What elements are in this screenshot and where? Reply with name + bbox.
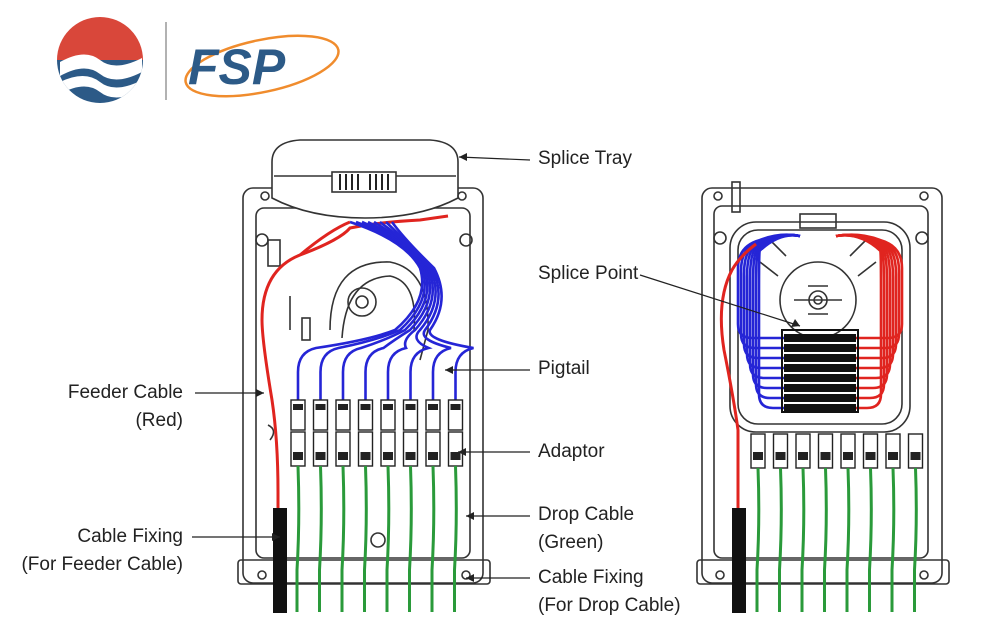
- drop-cable: [385, 465, 391, 612]
- adaptor: [357, 399, 374, 467]
- label-drop-cable: Drop Cable: [538, 504, 635, 525]
- drop-cable: [318, 465, 323, 612]
- label-cable-fixing-drop-note: (For Drop Cable): [538, 595, 681, 616]
- splice-sleeve: [784, 374, 856, 382]
- label-cable-fixing-feeder-note: (For Feeder Cable): [21, 554, 183, 575]
- drop-cable: [408, 465, 413, 612]
- splice-sleeve: [784, 384, 856, 392]
- right-splice-points: [781, 329, 859, 413]
- drop-cable: [363, 465, 368, 612]
- splice-sleeve: [784, 364, 856, 372]
- label-drop-cable-color: (Green): [538, 532, 604, 553]
- adaptor: [885, 433, 901, 469]
- pigtail-fiber: [390, 221, 474, 400]
- label-cable-fixing-feeder: Cable Fixing: [77, 526, 183, 547]
- right-fiber-loops: [736, 233, 904, 410]
- splice-sleeve: [784, 404, 856, 412]
- label-pigtail: Pigtail: [538, 358, 590, 379]
- adaptor: [425, 399, 441, 467]
- drop-cable: [868, 467, 873, 612]
- label-splice-point: Splice Point: [538, 263, 639, 284]
- drop-cable: [453, 465, 458, 612]
- adaptor: [447, 399, 464, 467]
- splice-sleeve: [784, 394, 856, 402]
- adaptor: [750, 433, 766, 469]
- adaptor: [840, 433, 856, 469]
- right-feeder-cable: [719, 242, 757, 613]
- right-adaptors: [750, 433, 924, 469]
- splice-sleeve: [784, 354, 856, 362]
- adaptor: [772, 433, 789, 469]
- adaptor: [312, 399, 329, 467]
- right-drop-cables: [755, 467, 918, 612]
- left-pigtails: [296, 220, 474, 400]
- pigtail-fiber: [385, 221, 452, 400]
- drop-cable: [778, 467, 783, 612]
- drop-cable: [430, 465, 436, 612]
- red-fiber-loop: [835, 234, 883, 410]
- label-feeder-cable-color: (Red): [135, 410, 183, 431]
- adaptor: [795, 433, 811, 469]
- left-adaptors: [290, 399, 464, 467]
- label-feeder-cable: Feeder Cable: [67, 382, 183, 403]
- drop-cable: [823, 467, 828, 612]
- drop-cable: [295, 465, 301, 612]
- logo-text: FSP: [188, 39, 286, 95]
- fsp-logo: FSP: [57, 17, 340, 103]
- drop-cable: [755, 467, 761, 612]
- drop-cable: [913, 467, 918, 612]
- label-splice-tray: Splice Tray: [538, 148, 632, 169]
- left-drop-cables: [295, 465, 458, 612]
- adaptor: [380, 399, 396, 467]
- left-feeder-cable: [260, 214, 449, 613]
- splice-sleeve: [784, 334, 856, 342]
- label-cable-fixing-drop: Cable Fixing: [538, 567, 644, 588]
- splice-sleeve: [784, 344, 856, 352]
- drop-cable: [340, 465, 346, 612]
- adaptor: [817, 433, 834, 469]
- drop-cable: [800, 467, 806, 612]
- label-adaptor: Adaptor: [538, 441, 605, 462]
- adaptor: [907, 433, 924, 469]
- adaptor: [402, 399, 419, 467]
- drop-cable: [845, 467, 851, 612]
- blue-fiber-loop: [757, 234, 801, 410]
- drop-cable: [890, 467, 896, 612]
- adaptor: [335, 399, 351, 467]
- adaptor: [862, 433, 879, 469]
- adaptor: [290, 399, 306, 467]
- arrowheads: [256, 153, 800, 582]
- leader-lines: [192, 156, 801, 579]
